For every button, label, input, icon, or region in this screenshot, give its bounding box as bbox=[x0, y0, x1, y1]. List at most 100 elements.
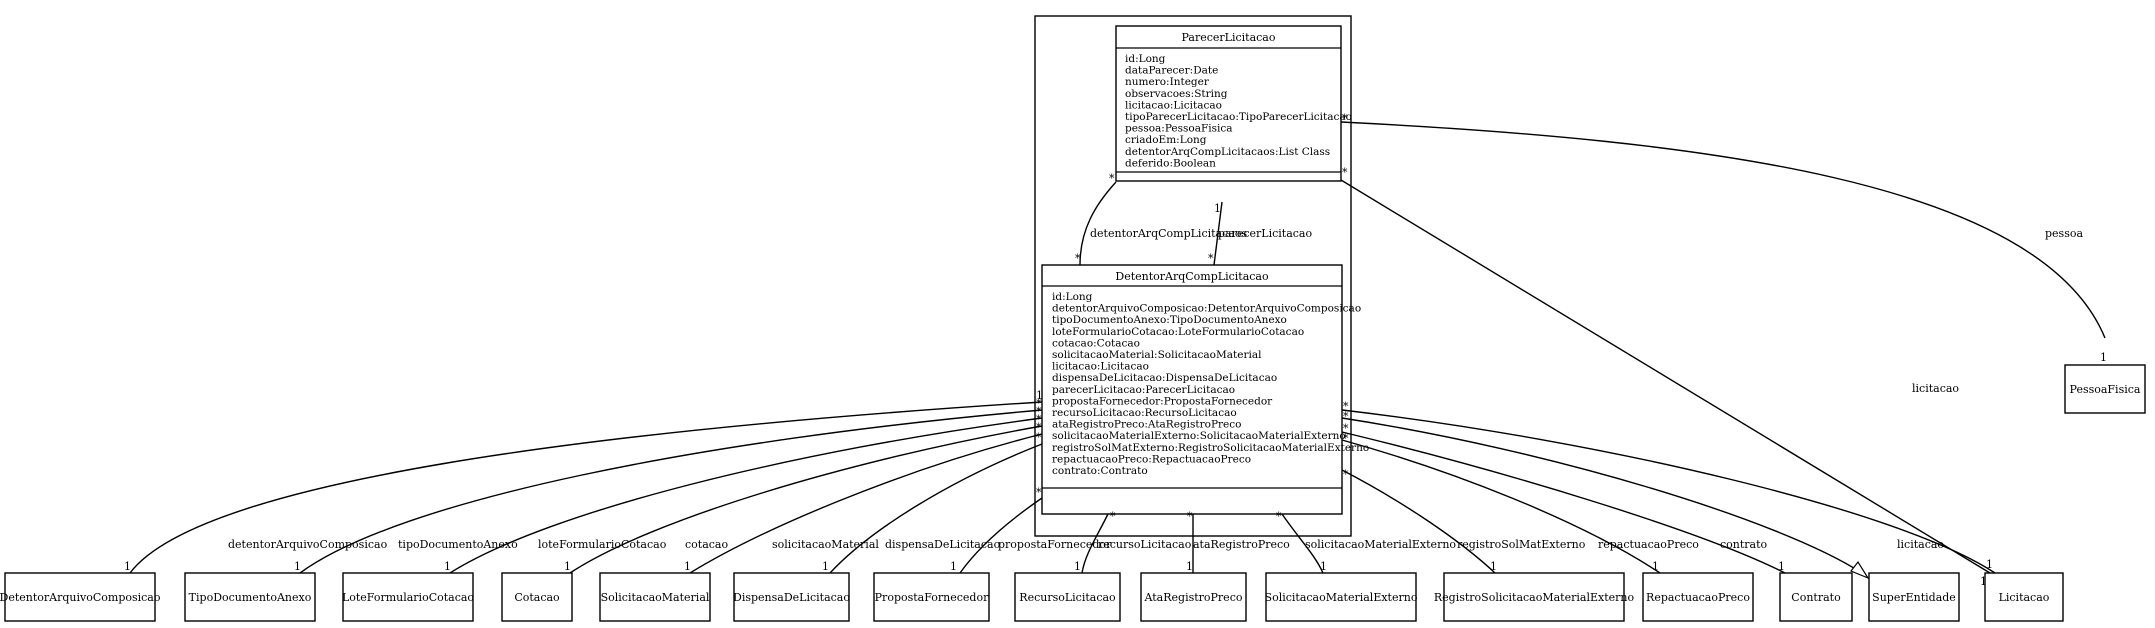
multiplicity: * bbox=[1343, 400, 1349, 413]
class-attribute: tipoDocumentoAnexo:TipoDocumentoAnexo bbox=[1052, 314, 1287, 326]
edge-label: licitacao bbox=[1912, 382, 1959, 395]
class-registro-solicitacao-material-externo[interactable]: RegistroSolicitacaoMaterialExterno bbox=[1434, 572, 1635, 622]
class-attribute: tipoParecerLicitacao:TipoParecerLicitaca… bbox=[1125, 111, 1352, 123]
class-attribute: numero:Integer bbox=[1125, 76, 1210, 88]
class-parecer-licitacao[interactable]: ParecerLicitacao id:LongdataParecer:Date… bbox=[1115, 25, 1352, 182]
class-name: SuperEntidade bbox=[1872, 591, 1956, 604]
class-licitacao[interactable]: Licitacao bbox=[1984, 572, 2064, 622]
edge-label: licitacao bbox=[1897, 538, 1944, 551]
class-dispensa-de-licitacao[interactable]: DispensaDeLicitacao bbox=[733, 572, 850, 622]
multiplicity: 1 bbox=[444, 560, 451, 573]
class-name: SolicitacaoMaterial bbox=[601, 591, 710, 604]
class-attribute: loteFormularioCotacao:LoteFormularioCota… bbox=[1052, 326, 1304, 338]
edge-repactuacaoPreco bbox=[1341, 439, 1661, 574]
class-name: Contrato bbox=[1791, 591, 1841, 604]
multiplicity: 1 bbox=[1652, 560, 1659, 573]
edge-label: detentorArquivoComposicao bbox=[228, 538, 388, 551]
edge-label: solicitacaoMaterialExterno bbox=[1305, 538, 1456, 551]
multiplicity: * bbox=[1036, 431, 1042, 444]
multiplicity: 1 bbox=[1074, 560, 1081, 573]
edge-label: propostaFornecedor bbox=[998, 538, 1112, 551]
class-name: LoteFormularioCotacao bbox=[342, 591, 474, 604]
multiplicity: 1 bbox=[124, 560, 131, 573]
class-proposta-fornecedor[interactable]: PropostaFornecedor bbox=[873, 572, 990, 622]
edge-label: tipoDocumentoAnexo bbox=[398, 538, 518, 551]
class-tipo-documento-anexo[interactable]: TipoDocumentoAnexo bbox=[184, 572, 316, 622]
class-attribute: solicitacaoMaterial:SolicitacaoMaterial bbox=[1052, 349, 1262, 361]
multiplicity: 1 bbox=[1778, 560, 1785, 573]
multiplicity: * bbox=[1276, 510, 1282, 523]
edge-cotacao bbox=[569, 425, 1043, 574]
class-contrato[interactable]: Contrato bbox=[1779, 572, 1853, 622]
edge-parecerLicitacao bbox=[1213, 201, 1223, 266]
class-attribute: recursoLicitacao:RecursoLicitacao bbox=[1052, 407, 1237, 419]
edge-label: solicitacaoMaterial bbox=[772, 538, 879, 551]
multiplicity: * bbox=[1110, 510, 1116, 523]
class-repactuacao-preco[interactable]: RepactuacaoPreco bbox=[1642, 572, 1754, 622]
class-name: RepactuacaoPreco bbox=[1646, 591, 1750, 604]
multiplicity: * bbox=[1109, 172, 1115, 185]
class-attribute: ataRegistroPreco:AtaRegistroPreco bbox=[1052, 419, 1241, 431]
multiplicity: 1 bbox=[1986, 558, 1993, 571]
class-name: DetentorArquivoComposicao bbox=[0, 591, 161, 604]
multiplicity: * bbox=[1036, 486, 1042, 499]
class-attribute: observacoes:String bbox=[1125, 88, 1228, 100]
class-attribute: dispensaDeLicitacao:DispensaDeLicitacao bbox=[1052, 372, 1277, 384]
class-attribute: pessoa:PessoaFisica bbox=[1125, 123, 1233, 135]
edge-licitacao-detentor bbox=[1341, 409, 1996, 574]
multiplicity: 1 bbox=[1214, 202, 1221, 215]
multiplicity: * bbox=[1036, 421, 1042, 434]
class-name: PropostaFornecedor bbox=[875, 591, 989, 604]
class-name: DetentorArqCompLicitacao bbox=[1115, 270, 1269, 283]
association-edges bbox=[129, 121, 2106, 580]
attribute-list: id:LongdataParecer:Datenumero:Integerobs… bbox=[1125, 53, 1352, 169]
generalization-arrowhead bbox=[1850, 560, 1870, 580]
attribute-list: id:LongdetentorArquivoComposicao:Detento… bbox=[1052, 291, 1369, 477]
class-name: RecursoLicitacao bbox=[1019, 591, 1116, 604]
class-pessoa-fisica[interactable]: PessoaFisica bbox=[2064, 364, 2146, 414]
edge-solicitacaoMaterial bbox=[689, 433, 1043, 574]
class-solicitacao-material[interactable]: SolicitacaoMaterial bbox=[599, 572, 711, 622]
multiplicity: 1 bbox=[294, 560, 301, 573]
multiplicities: * * 1 * * * 1 1 * * * * * * * * * * * * … bbox=[124, 112, 2107, 588]
class-attribute: detentorArquivoComposicao:DetentorArquiv… bbox=[1052, 303, 1361, 315]
edge-label: cotacao bbox=[685, 538, 728, 551]
class-name: Cotacao bbox=[514, 591, 560, 604]
edge-superEntidade bbox=[1341, 417, 1863, 574]
multiplicity: * bbox=[1036, 405, 1042, 418]
multiplicity: 1 bbox=[1186, 560, 1193, 573]
class-attribute: dataParecer:Date bbox=[1125, 65, 1218, 77]
class-attribute: id:Long bbox=[1052, 291, 1093, 303]
multiplicity: * bbox=[1343, 432, 1349, 445]
multiplicity: * bbox=[1343, 422, 1349, 435]
class-solicitacao-material-externo[interactable]: SolicitacaoMaterialExterno bbox=[1265, 572, 1418, 622]
class-attribute: detentorArqCompLicitacaos:List Class bbox=[1125, 146, 1330, 158]
class-detentor-arq-comp-licitacao[interactable]: DetentorArqCompLicitacao id:Longdetentor… bbox=[1041, 264, 1369, 515]
multiplicity: * bbox=[1343, 468, 1349, 481]
multiplicity: 1 bbox=[2100, 351, 2107, 364]
multiplicity: 1 bbox=[822, 560, 829, 573]
multiplicity: 1 bbox=[1036, 389, 1043, 402]
edge-label: dispensaDeLicitacao bbox=[885, 538, 1001, 551]
edge-label: recursoLicitacao bbox=[1098, 538, 1192, 551]
class-name: ParecerLicitacao bbox=[1182, 31, 1276, 44]
edge-loteFormularioCotacao bbox=[449, 417, 1043, 574]
class-detentor-arquivo-composicao[interactable]: DetentorArquivoComposicao bbox=[0, 572, 161, 622]
class-attribute: deferido:Boolean bbox=[1125, 157, 1216, 169]
multiplicity: * bbox=[1036, 413, 1042, 426]
class-attribute: id:Long bbox=[1125, 53, 1166, 65]
multiplicity: 1 bbox=[684, 560, 691, 573]
multiplicity: 1 bbox=[1490, 560, 1497, 573]
multiplicity: * bbox=[1036, 397, 1042, 410]
class-attribute: licitacao:Licitacao bbox=[1125, 99, 1222, 111]
edge-pessoa bbox=[1340, 121, 2106, 339]
class-super-entidade[interactable]: SuperEntidade bbox=[1868, 572, 1960, 622]
edge-label: registroSolMatExterno bbox=[1457, 538, 1586, 551]
class-lote-formulario-cotacao[interactable]: LoteFormularioCotacao bbox=[342, 572, 474, 622]
class-recurso-licitacao[interactable]: RecursoLicitacao bbox=[1014, 572, 1121, 622]
class-name: Licitacao bbox=[1999, 591, 2050, 604]
class-ata-registro-preco[interactable]: AtaRegistroPreco bbox=[1140, 572, 1247, 622]
edge-label: contrato bbox=[1720, 538, 1768, 551]
multiplicity: * bbox=[1343, 410, 1349, 423]
class-cotacao[interactable]: Cotacao bbox=[501, 572, 573, 622]
